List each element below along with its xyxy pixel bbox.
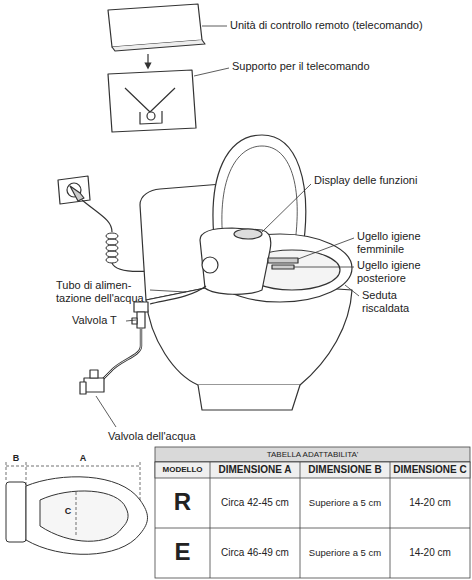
- holder-clip: [125, 88, 175, 112]
- dimension-label: A: [76, 453, 90, 464]
- adaptability-table: [155, 447, 470, 578]
- callout-label: Supporto per il telecomando: [232, 60, 432, 73]
- table-header: DIMENSIONE A: [210, 464, 300, 476]
- flex-hose-core: [100, 328, 141, 382]
- wall-socket: [58, 176, 90, 204]
- power-cord: [82, 200, 112, 232]
- table-cell: Circa 46-49 cm: [210, 547, 300, 559]
- plug: [70, 186, 84, 201]
- valve-handle: [90, 370, 98, 378]
- t-valve-body: [137, 312, 145, 328]
- table-cell: Superiore a 5 cm: [300, 497, 390, 508]
- callout-label: Valvola dell'acqua: [108, 430, 248, 443]
- seat-top-view: [6, 462, 148, 554]
- table-cell: Superiore a 5 cm: [300, 547, 390, 558]
- model-code: E: [155, 538, 210, 567]
- side-knob: [202, 257, 218, 273]
- table-header: DIMENSIONE C: [390, 464, 470, 476]
- cord-coil: [106, 233, 118, 263]
- water-supply-tube: [150, 286, 206, 304]
- callout-label: Unità di controllo remoto (telecomando): [230, 19, 468, 32]
- dimension-label: B: [9, 453, 23, 464]
- callout-label: Ugello igiene femminile: [357, 230, 447, 256]
- leader-lines: [96, 26, 359, 427]
- table-cell: 14-20 cm: [390, 547, 470, 559]
- arrow: [147, 54, 148, 66]
- callout-label: Display delle funzioni: [314, 174, 454, 187]
- model-code: R: [155, 488, 210, 517]
- toilet-base: [198, 385, 300, 410]
- t-valve-knob: [132, 318, 137, 324]
- dimension-label: C: [62, 506, 74, 517]
- control-housing: [200, 228, 271, 294]
- wall-flange: [80, 382, 86, 394]
- remote-holder: [108, 70, 196, 132]
- table-cell: 14-20 cm: [390, 497, 470, 509]
- holder-slot: [140, 111, 162, 124]
- callout-label: Seduta riscaldata: [362, 289, 432, 315]
- feminine-nozzle: [268, 258, 298, 263]
- table-header: MODELLO: [155, 465, 210, 475]
- callout-label: Tubo di alimen- tazione dell'acqua: [56, 279, 151, 305]
- callout-label: Valvola T: [72, 314, 132, 327]
- table-title: TABELLA ADATTABILITA': [155, 450, 470, 460]
- remote-control: [108, 4, 202, 47]
- rear-nozzle: [272, 265, 294, 269]
- holder-hole: [147, 112, 155, 120]
- function-display: [234, 229, 262, 239]
- water-valve: [84, 378, 104, 392]
- callout-label: Ugello igiene posteriore: [357, 259, 447, 285]
- table-cell: Circa 42-45 cm: [210, 497, 300, 509]
- remote-edge: [112, 40, 205, 51]
- flex-hose: [100, 328, 141, 382]
- table-header: DIMENSIONE B: [300, 464, 390, 476]
